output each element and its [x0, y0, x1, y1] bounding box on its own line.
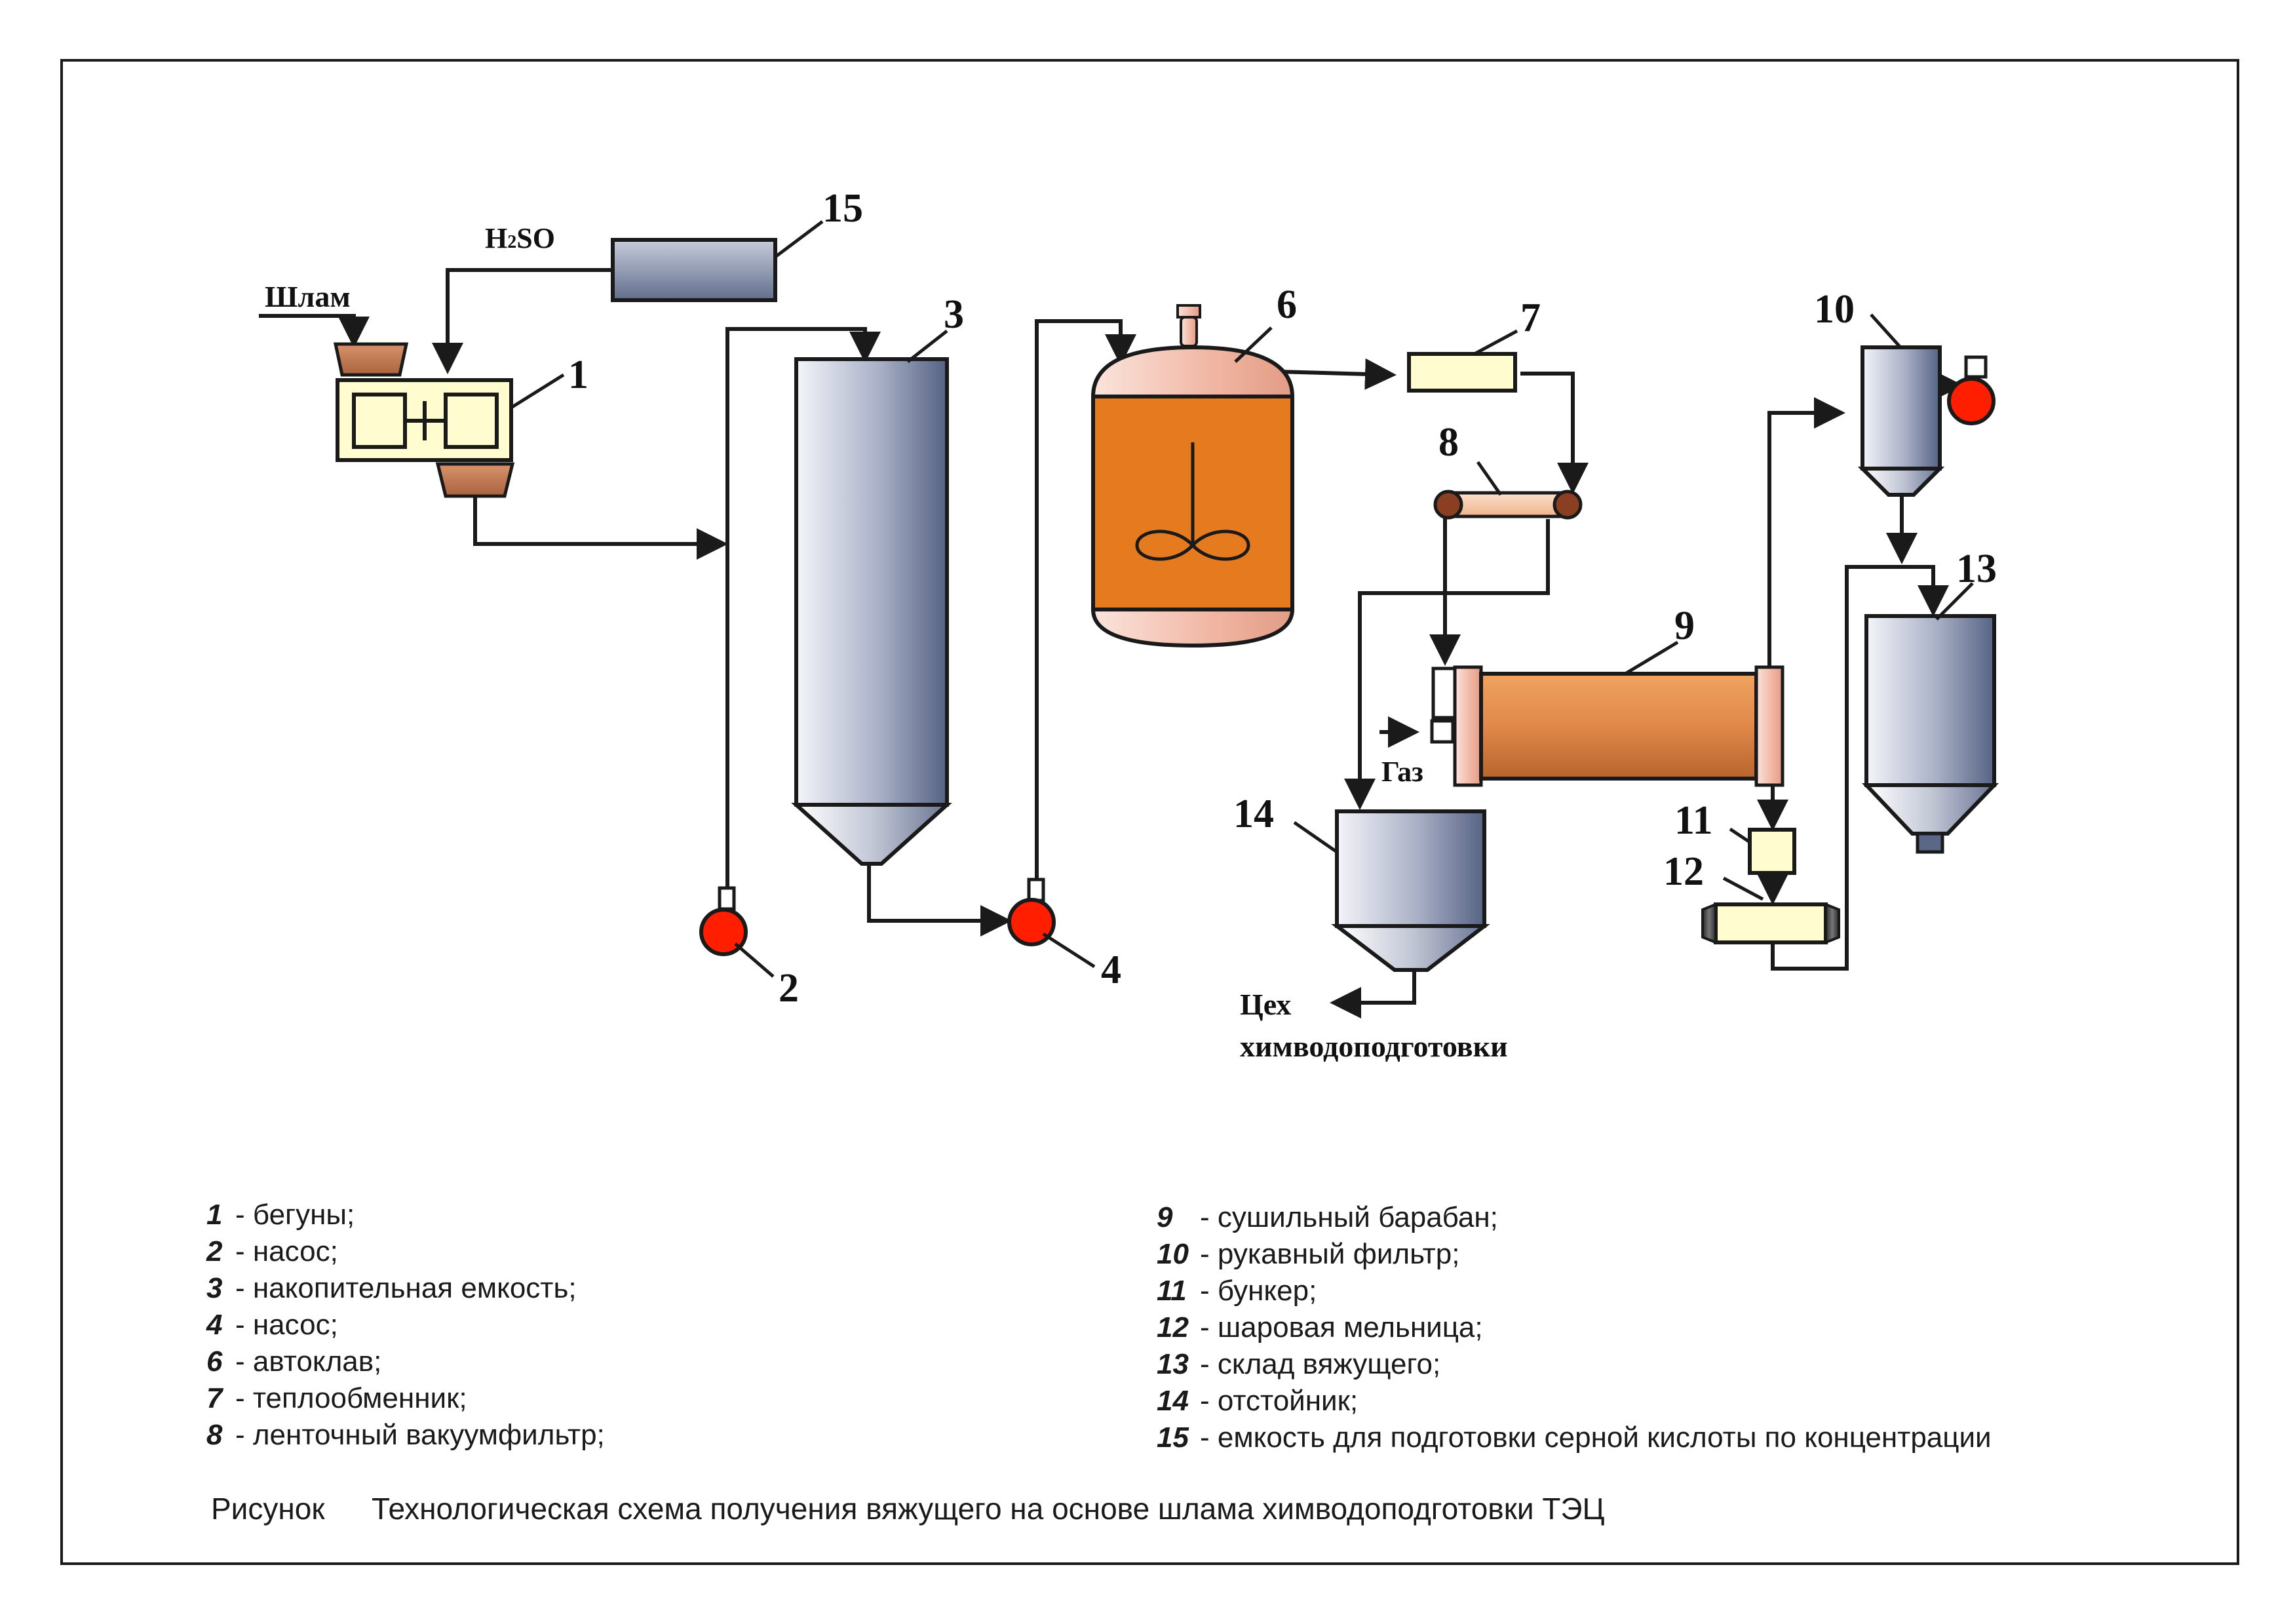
leader-1 — [510, 373, 565, 410]
binder-storage-13 — [1862, 614, 1999, 854]
acid-label: H2SO — [485, 222, 555, 254]
number-6: 6 — [1277, 282, 1297, 327]
runners-discharge-hopper — [435, 462, 515, 498]
number-2: 2 — [779, 966, 799, 1011]
leader-lines — [510, 220, 1974, 978]
filtrate-to-settler-line — [1344, 519, 1550, 810]
leader-12 — [1722, 876, 1764, 901]
mill-to-storage-line — [1771, 565, 1949, 971]
runners-feed-hopper — [333, 342, 409, 377]
heat-exchanger-7 — [1407, 352, 1517, 393]
exhaust-fan — [1947, 377, 1996, 425]
storage-tank-3 — [791, 357, 952, 866]
leader-13 — [1935, 582, 1974, 621]
leader-2 — [734, 942, 775, 978]
leader-8 — [1476, 461, 1503, 496]
number-4: 4 — [1101, 948, 1121, 992]
number-15: 15 — [822, 186, 863, 231]
number-7: 7 — [1520, 296, 1541, 340]
settler-14 — [1331, 809, 1490, 972]
pump4-riser-line — [1035, 319, 1136, 890]
legend-item: 13 - склад вяжущего; — [1157, 1348, 1441, 1380]
drum-to-bagfilter-line — [1767, 397, 1845, 672]
tank3-to-pump4-line — [867, 864, 1012, 937]
legend-left: 1 - бегуны; 2 - насос; 3 - накопительная… — [206, 1197, 605, 1454]
sludge-label: Шлам — [265, 280, 351, 313]
runners-output-line — [473, 496, 728, 560]
number-8: 8 — [1438, 420, 1459, 465]
legend-item: 15 - емкость для подготовки серной кисло… — [1157, 1421, 1992, 1454]
leader-7 — [1473, 329, 1518, 356]
bag-filter-10 — [1857, 345, 1996, 497]
sludge-feed-line — [259, 314, 370, 348]
caption-prefix: Рисунок — [211, 1492, 325, 1526]
legend-item: 3 - накопительная емкость; — [206, 1272, 577, 1304]
pump-4 — [1007, 878, 1056, 946]
leader-9 — [1624, 640, 1679, 676]
number-3: 3 — [944, 292, 964, 337]
acid-feed-line — [432, 268, 613, 374]
leader-10 — [1870, 313, 1902, 349]
number-10: 10 — [1814, 287, 1855, 332]
leader-11 — [1729, 827, 1751, 844]
bunker-11 — [1748, 828, 1796, 875]
figure-caption: Рисунок Технологическая схема получения в… — [211, 1491, 1605, 1526]
number-13: 13 — [1956, 547, 1997, 591]
legend-item: 8 - ленточный вакуумфильтр; — [206, 1419, 605, 1451]
diagram-frame — [60, 59, 2239, 1565]
pump-2 — [699, 886, 748, 956]
legend-right: 9 - сушильный барабан; 10 - рукавный фил… — [1157, 1199, 1992, 1456]
gas-label: Газ — [1381, 756, 1423, 788]
leader-4 — [1042, 932, 1096, 969]
settler-to-shop-line — [1330, 970, 1416, 1018]
legend-item: 2 - насос; — [206, 1235, 338, 1267]
legend-item: 4 - насос; — [206, 1309, 338, 1341]
legend-item: 14 - отстойник; — [1157, 1385, 1359, 1417]
leader-6 — [1234, 326, 1273, 363]
shop-label-line1: Цех — [1240, 988, 1291, 1021]
legend-item: 7 - теплообменник; — [206, 1382, 467, 1414]
legend-item: 12 - шаровая мельница; — [1157, 1311, 1483, 1344]
edge-runners-1 — [333, 342, 515, 498]
leader-15 — [774, 220, 824, 258]
exchanger-to-filter-line — [1520, 372, 1589, 494]
number-11: 11 — [1674, 798, 1713, 843]
leader-3 — [906, 330, 948, 363]
leader-14 — [1293, 821, 1338, 854]
drying-drum-9 — [1430, 665, 1784, 787]
acid-tank-15 — [611, 238, 777, 302]
number-9: 9 — [1674, 604, 1695, 648]
legend-item: 11 - бункер; — [1157, 1275, 1317, 1307]
pump2-riser-line — [725, 327, 881, 890]
number-14: 14 — [1233, 792, 1274, 836]
flow-lines — [259, 268, 1963, 1018]
legend-item: 1 - бегуны; — [206, 1199, 355, 1231]
autoclave-6 — [1090, 304, 1295, 648]
legend-item: 6 - автоклав; — [206, 1345, 382, 1378]
ball-mill-12 — [1701, 902, 1840, 944]
caption-text: Технологическая схема получения вяжущего… — [372, 1492, 1605, 1526]
legend-item: 10 - рукавный фильтр; — [1157, 1238, 1460, 1270]
shop-label-line2: химводоподготовки — [1240, 1030, 1508, 1063]
number-1: 1 — [568, 353, 588, 397]
legend-item: 9 - сушильный барабан; — [1157, 1201, 1498, 1233]
vacuum-filter-8 — [1433, 490, 1583, 520]
number-12: 12 — [1663, 849, 1704, 894]
